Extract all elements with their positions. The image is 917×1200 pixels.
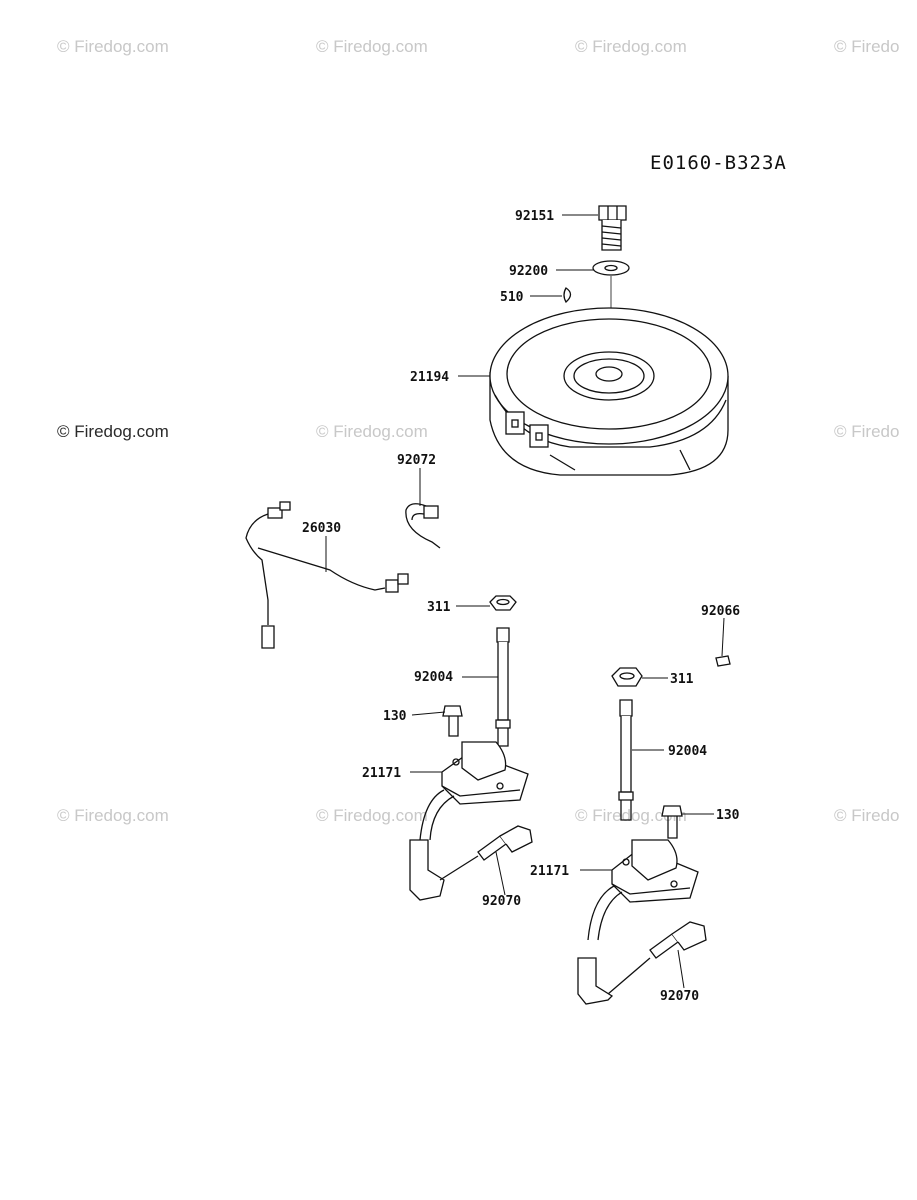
watermark: © Firedog.com xyxy=(316,422,428,441)
label-92004-left: 92004 xyxy=(414,670,453,685)
stud-92004-right xyxy=(618,699,634,821)
washer-92200 xyxy=(592,260,630,276)
bolt-130-left xyxy=(442,705,463,737)
label-21171-right: 21171 xyxy=(530,864,569,879)
plug-cap-left xyxy=(409,839,445,901)
watermark: © Firedog.com xyxy=(316,37,428,56)
label-26030: 26030 xyxy=(302,521,341,536)
label-21194: 21194 xyxy=(410,370,449,385)
watermark: © Firedog.com xyxy=(575,37,687,56)
label-92200: 92200 xyxy=(509,264,548,279)
label-92004-right: 92004 xyxy=(668,744,707,759)
coil-21171-right xyxy=(587,839,699,941)
spark-plug-92070-left xyxy=(439,825,533,881)
watermark: © Firedo xyxy=(834,37,900,56)
watermark: © Firedog.com xyxy=(316,806,428,825)
nut-311-left xyxy=(489,595,517,611)
label-130-left: 130 xyxy=(383,709,407,724)
bolt-92151 xyxy=(598,205,627,251)
label-21171-left: 21171 xyxy=(362,766,401,781)
diagram-code: E0160-B323A xyxy=(650,152,787,174)
watermark: © Firedog.com xyxy=(57,422,169,441)
label-311-right: 311 xyxy=(670,672,694,687)
key-510 xyxy=(563,287,572,304)
nut-92066 xyxy=(715,655,731,667)
label-510: 510 xyxy=(500,290,524,305)
nut-311-right xyxy=(611,667,643,687)
bolt-130-right xyxy=(661,805,683,839)
label-311-left: 311 xyxy=(427,600,451,615)
wire-harness-26030 xyxy=(245,501,409,649)
plug-cap-right xyxy=(577,957,614,1005)
coil-21171-left xyxy=(419,741,529,841)
label-92070-left: 92070 xyxy=(482,894,521,909)
label-92066: 92066 xyxy=(701,604,740,619)
watermark: © Firedog.com xyxy=(57,806,169,825)
label-92072: 92072 xyxy=(397,453,436,468)
flywheel-21194 xyxy=(489,307,729,476)
watermark: © Firedo xyxy=(834,422,900,441)
clip-92072 xyxy=(405,503,441,549)
watermark: © Firedog.com xyxy=(57,37,169,56)
label-92070-right: 92070 xyxy=(660,989,699,1004)
spark-plug-92070-right xyxy=(607,921,707,995)
watermark: © Firedo xyxy=(834,806,900,825)
stud-92004-left xyxy=(495,627,511,747)
label-130-right: 130 xyxy=(716,808,740,823)
label-92151: 92151 xyxy=(515,209,554,224)
